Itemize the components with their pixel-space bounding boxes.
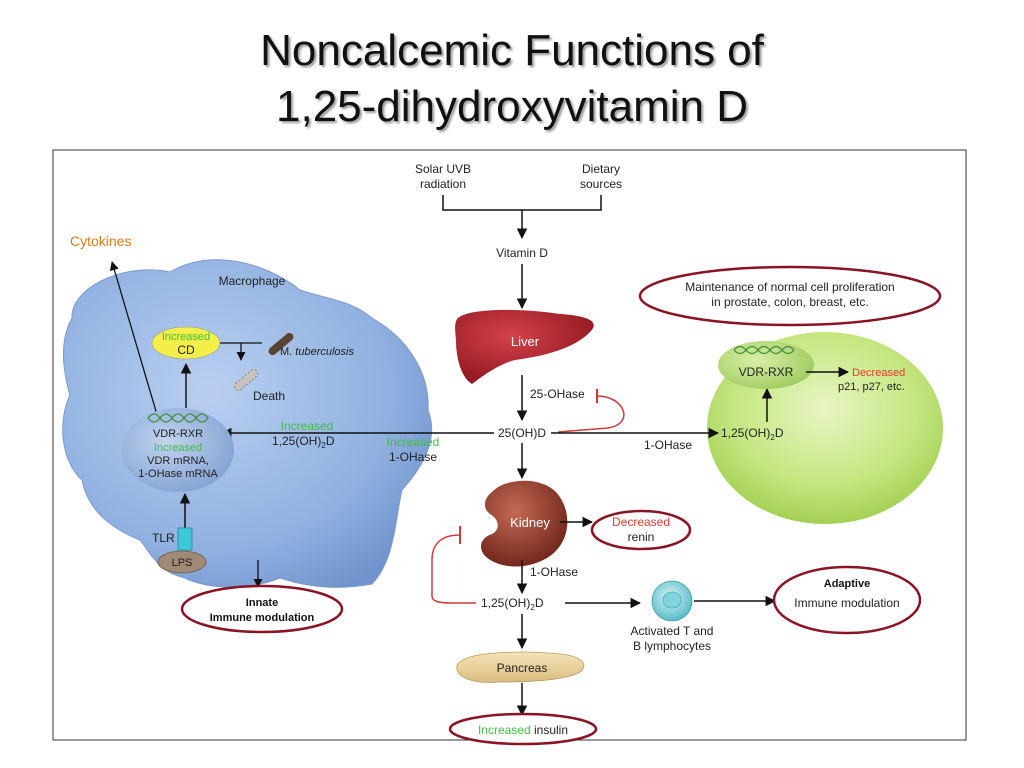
adaptive-immune-oval <box>772 565 922 635</box>
insulin-effect-label: Increased insulin <box>478 723 568 737</box>
dietary-label-line-2: sources <box>580 177 622 191</box>
macrophage-nucleus <box>122 408 234 492</box>
renin-label: renin <box>628 530 655 544</box>
target-cell-1-ohase-label: 1-OHase <box>644 438 692 452</box>
solar-uvb-label-line-2: radiation <box>420 177 466 191</box>
insulin-oval <box>448 712 598 746</box>
pancreas-organ <box>456 651 585 683</box>
target-cell-vdr-rxr-label: VDR-RXR <box>739 365 794 379</box>
macrophage-label: Macrophage <box>219 274 286 288</box>
renin-decreased-label: Decreased <box>612 515 670 529</box>
tuberculosis-label: M. tuberculosis <box>280 346 354 358</box>
adaptive-immune-modulation-label: Immune modulation <box>794 596 899 610</box>
dna-helix-icon <box>733 345 795 355</box>
lymphocyte-nucleus-icon <box>662 591 682 609</box>
maintenance-label-line-2: in prostate, colon, breast, etc. <box>711 295 868 309</box>
target-cell-calcitriol-label: 1,25(OH)2D <box>721 426 784 442</box>
calcitriol-label: 1,25(OH)2D <box>481 596 544 612</box>
cd-increased-label: Increased <box>162 331 210 343</box>
arrow-to-cytokines <box>109 261 159 419</box>
lps-label: LPS <box>172 557 193 569</box>
cd-label: CD <box>177 343 195 357</box>
innate-immune-modulation-label: Immune modulation <box>210 612 315 624</box>
cytokines-label: Cytokines <box>70 233 131 249</box>
inhibition-curve-kidney <box>431 534 476 604</box>
maintenance-oval <box>638 265 942 327</box>
kidney-label: Kidney <box>510 515 550 530</box>
25-ohase-label: 25-OHase <box>530 387 585 401</box>
macrophage-calcitriol-label: 1,25(OH)2D <box>272 434 335 450</box>
tlr-receptor-icon <box>177 527 193 551</box>
tuberculosis-bacterium-icon <box>268 332 294 356</box>
dna-helix-icon <box>733 345 795 355</box>
macrophage-vdr-rxr-label: VDR-RXR <box>153 428 203 440</box>
slide-title-line-1: Noncalcemic Functions of <box>260 26 764 75</box>
renin-oval <box>590 509 692 551</box>
kidney-1-ohase-label: 1-OHase <box>530 565 578 579</box>
dietary-label-line-1: Dietary <box>582 162 620 176</box>
p21-p27-label: p21, p27, etc. <box>838 381 905 393</box>
ohase-mrna-label: 1-OHase mRNA <box>138 468 218 480</box>
25-oh-d-label: 25(OH)D <box>498 426 546 440</box>
kidney-organ <box>480 480 568 567</box>
lps-bubble <box>157 550 207 574</box>
innate-label: Innate <box>246 597 278 609</box>
dna-helix-icon <box>147 413 209 423</box>
macrophage-1-ohase-label: 1-OHase <box>389 450 437 464</box>
vitamin-d-label: Vitamin D <box>496 246 548 260</box>
dna-helix-icon <box>147 413 209 423</box>
increased-calcitriol-label: Increased <box>281 419 334 433</box>
adaptive-label: Adaptive <box>824 578 870 590</box>
vdr-mrna-label: VDR mRNA, <box>147 455 209 467</box>
lymphocytes-label-line-2: B lymphocytes <box>633 639 711 653</box>
decreased-p21-label: Decreased <box>852 367 905 379</box>
innate-immune-oval <box>180 584 344 634</box>
increased-1-ohase-label: Increased <box>387 435 440 449</box>
slide-title-line-2: 1,25-dihydroxyvitamin D <box>276 82 748 131</box>
inhibition-curve-25ohase <box>557 395 625 433</box>
lymphocytes-label-line-1: Activated T and <box>631 624 714 638</box>
tlr-label: TLR <box>152 531 175 545</box>
pancreas-label: Pancreas <box>497 661 548 675</box>
death-label: Death <box>253 389 285 403</box>
dead-bacterium-icon <box>233 369 259 391</box>
liver-organ <box>455 309 594 384</box>
maintenance-label-line-1: Maintenance of normal cell proliferation <box>685 280 894 294</box>
vdr-increased-label: Increased <box>154 442 202 454</box>
liver-label: Liver <box>511 334 540 349</box>
solar-uvb-label-line-1: Solar UVB <box>415 162 471 176</box>
